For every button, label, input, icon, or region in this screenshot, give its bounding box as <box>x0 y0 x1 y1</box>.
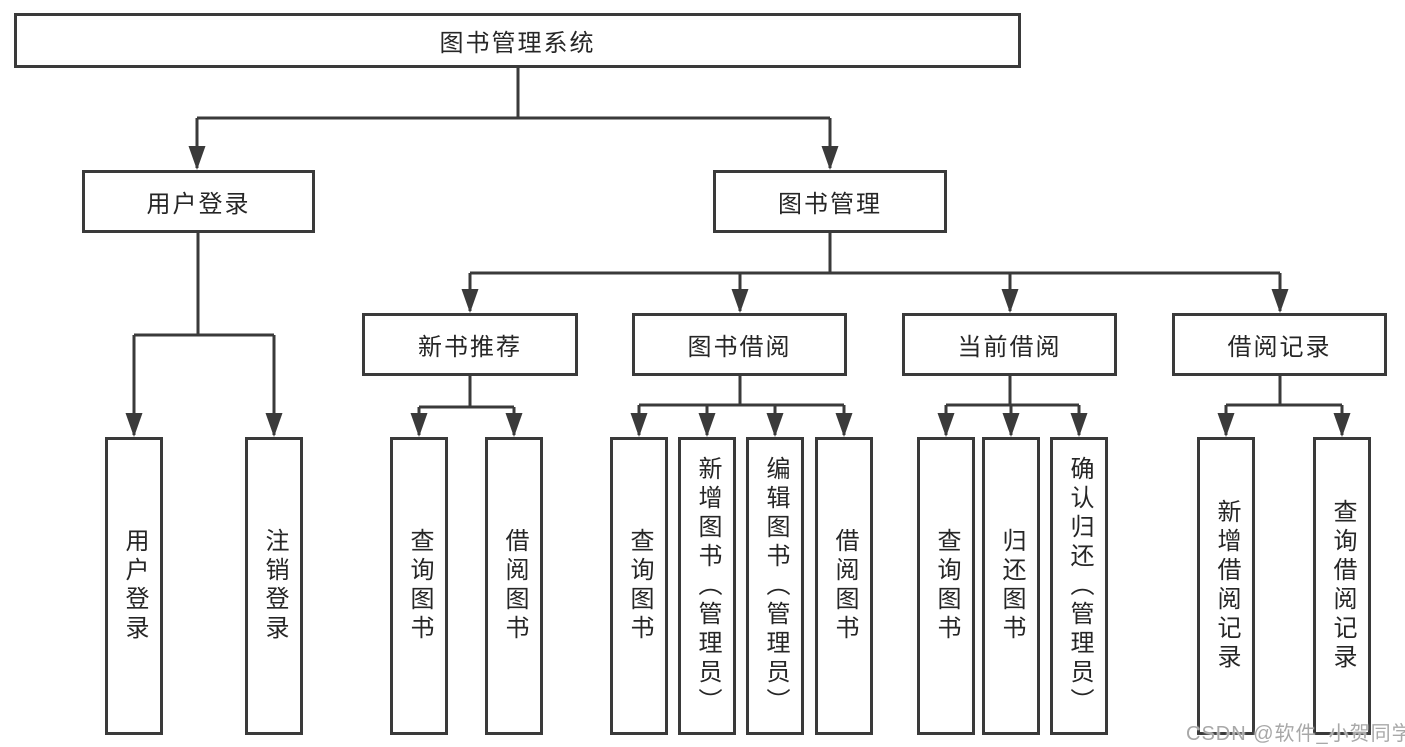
leaf-label: 查询图书 <box>406 528 433 644</box>
arrowhead-icons <box>125 146 1351 437</box>
node-leaf-borrow-books-2: 借阅图书 <box>815 437 873 735</box>
node-leaf-user-login: 用户登录 <box>105 437 163 735</box>
node-leaf-confirm-return-admin: 确认归还（管理员） <box>1050 437 1108 735</box>
node-leaf-query-books-1: 查询图书 <box>390 437 448 735</box>
leaf-label: 查询借阅记录 <box>1329 499 1356 673</box>
node-book-management: 图书管理 <box>713 170 947 233</box>
node-leaf-query-borrow-record: 查询借阅记录 <box>1313 437 1371 735</box>
leaf-label: 归还图书 <box>998 528 1025 644</box>
leaf-label: 编辑图书（管理员） <box>762 455 789 717</box>
node-root: 图书管理系统 <box>14 13 1021 68</box>
node-current-borrow: 当前借阅 <box>902 313 1117 376</box>
node-book-borrow: 图书借阅 <box>632 313 847 376</box>
node-leaf-query-books-2: 查询图书 <box>610 437 668 735</box>
leaf-label: 借阅图书 <box>831 528 858 644</box>
node-borrow-records: 借阅记录 <box>1172 313 1387 376</box>
leaf-label: 新增图书（管理员） <box>694 455 721 717</box>
leaf-label: 查询图书 <box>626 528 653 644</box>
node-leaf-return-books: 归还图书 <box>982 437 1040 735</box>
leaf-label: 新增借阅记录 <box>1213 499 1240 673</box>
node-leaf-add-borrow-record: 新增借阅记录 <box>1197 437 1255 735</box>
leaf-label: 用户登录 <box>121 528 148 644</box>
leaf-label: 确认归还（管理员） <box>1066 455 1093 717</box>
csdn-watermark: CSDN @软件_小贺同学 <box>1186 723 1405 745</box>
node-new-book-recommend: 新书推荐 <box>362 313 578 376</box>
node-user-login: 用户登录 <box>82 170 315 233</box>
leaf-label: 查询图书 <box>933 528 960 644</box>
node-leaf-borrow-books-1: 借阅图书 <box>485 437 543 735</box>
node-leaf-add-books-admin: 新增图书（管理员） <box>678 437 736 735</box>
leaf-label: 注销登录 <box>261 528 288 644</box>
leaf-label: 借阅图书 <box>501 528 528 644</box>
node-leaf-edit-books-admin: 编辑图书（管理员） <box>746 437 804 735</box>
node-leaf-query-books-3: 查询图书 <box>917 437 975 735</box>
node-leaf-logout: 注销登录 <box>245 437 303 735</box>
